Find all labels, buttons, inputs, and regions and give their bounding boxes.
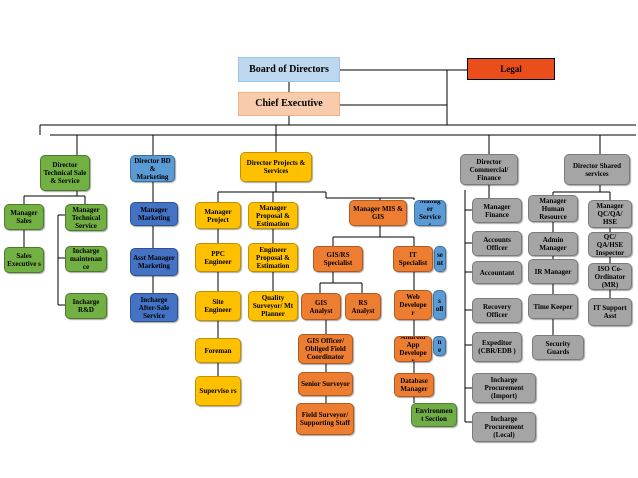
ppc-engineer-box: PPC Engineer [195,243,241,272]
chief-executive-box: Chief Executive [238,92,340,116]
incharge-rd-box: Incharge R&D [65,293,107,319]
expeditor-box: Expeditor (CBR/EDB ) [472,332,522,362]
supervisors-box: Superviso rs [195,376,241,406]
qc-qa-hse-inspector-box: QC/ QA/HSE Inspector [588,232,632,257]
engineer-proposal-box: Engineer Proposal & Estimation [248,243,298,272]
legal-box: Legal [467,58,555,80]
manager-proposal-box: Manager Proposal & Estimation [248,202,298,229]
incharge-after-sale-box: Incharge After-Sale Service [130,293,178,322]
it-specialist-box: IT Specialist [393,246,433,272]
quality-surveyor-box: Quality Surveyor/ Mt Planner [248,291,298,321]
gis-rs-specialist-box: GIS/RS Specialist [313,246,363,272]
asst-manager-marketing-box: Asst Manager Marketing [130,248,178,276]
web-developer-box: Web Develope r [394,290,432,320]
manager-finance-box: Manager Finance [472,198,522,223]
manager-technical-service-box: Manager Technical Service [65,204,107,231]
director-projects-box: Director Projects & Services [240,152,312,182]
security-guards-box: Security Guards [532,335,584,360]
manager-qc-qa-hse-box: Manager QC/QA/ HSE [588,200,632,228]
director-shared-services-box: Director Shared services [564,154,630,185]
manager-project-box: Manager Project [195,202,241,229]
manager-mis-gis-box: Manager MIS & GIS [349,200,407,226]
manager-sales-box: Manager Sales [4,204,44,230]
manager-human-resource-box: Manager Human Resource [528,195,578,222]
environment-section-box: Environmen t Section [411,403,457,427]
manager-marketing-box: Manager Marketing [130,202,178,226]
site-engineer-box: Site Engineer [195,291,241,321]
foreman-box: Foreman [195,338,241,363]
admin-manager-box: Admin Manager [528,232,578,256]
director-technical-box: Director Technical Sale & Service [40,155,90,191]
android-developer-box: Android App Develope r [394,336,432,362]
rs-analyst-box: RS Analyst [345,293,381,320]
manager-services-box: Manag er Service s [414,200,446,226]
accounts-officer-box: Accounts Officer [472,231,522,256]
field-surveyor-box: Field Surveyor/ Supporting Staff [296,403,354,435]
time-keeper-box: Time Keeper [528,294,578,319]
director-commercial-finance-box: Director Commercial/ Finance [460,154,518,185]
senior-surveyor-box: Senior Surveyor [298,372,353,396]
partial-box-3: n e [433,336,446,356]
accountant-box: Accountant [472,261,522,284]
incharge-procurement-local-box: Incharge Procurement (Local) [472,412,536,442]
sales-executives-box: Sales Executive s [4,247,44,273]
partial-box-1: se nt [434,246,446,272]
director-bd-marketing-box: Director BD & Marketing [130,155,175,182]
incharge-procurement-import-box: Incharge Procurement (Import) [472,373,536,403]
incharge-maintenance-box: Incharge maintenan ce [65,246,107,272]
recovery-officer-box: Recovery Officer [472,298,522,323]
partial-box-2: s oll [433,290,446,320]
gis-officer-box: GIS Officer/ Obliged Field Coordinator [298,334,353,364]
it-support-asst-box: IT Support Asst [588,298,632,326]
gis-analyst-box: GIS Analyst [301,293,341,320]
database-manager-box: Database Manager [394,373,434,397]
board-of-directors-box: Board of Directors [238,57,340,82]
ir-manager-box: IR Manager [528,259,578,284]
iso-coordinator-box: ISO Co- Ordinator (MR) [588,263,632,290]
